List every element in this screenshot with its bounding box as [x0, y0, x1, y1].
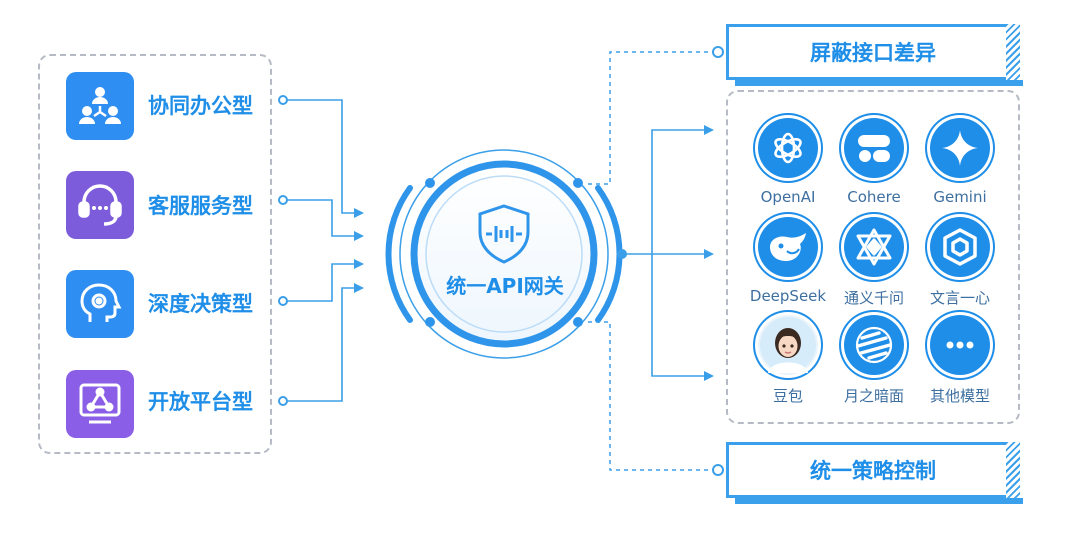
model-label-gemini: Gemini	[933, 188, 987, 206]
top-banner-label: 屏蔽接口差异	[810, 41, 936, 65]
openai-icon	[758, 118, 818, 178]
people-network-icon	[66, 72, 134, 140]
port-platform	[278, 396, 288, 406]
gateway-label: 统一API网关	[446, 274, 564, 298]
bottom-banner-label: 统一策略控制	[810, 459, 936, 483]
port-service	[278, 195, 288, 205]
connector-1	[287, 99, 364, 218]
model-label-wenxin: 文言一心	[929, 289, 990, 307]
gemini-icon	[930, 118, 990, 178]
wenxin-icon	[930, 217, 990, 277]
model-label-other: 其他模型	[929, 387, 990, 405]
model-label-moonshot: 月之暗面	[843, 387, 904, 405]
gateway-graphic	[385, 149, 623, 359]
model-label-tongyi: 通义千问	[843, 289, 904, 307]
bottom-banner: 统一策略控制	[726, 442, 1023, 504]
model-label-openai: OpenAI	[760, 188, 816, 206]
cohere-icon	[844, 118, 904, 178]
category-label-service: 客服服务型	[148, 194, 253, 218]
moonshot-icon	[844, 315, 904, 375]
port-decision	[278, 296, 288, 306]
shield-icon	[478, 204, 530, 264]
top-banner: 屏蔽接口差异	[726, 24, 1023, 86]
connector-3	[287, 259, 364, 302]
connector-2	[287, 199, 364, 241]
port-office	[278, 95, 288, 105]
platform-network-icon	[66, 370, 134, 438]
category-label-decision: 深度决策型	[148, 292, 253, 316]
tongyi-icon	[844, 217, 904, 277]
head-gear-icon	[66, 270, 134, 338]
doubao-avatar-icon	[758, 315, 818, 375]
dashed-connectors	[588, 51, 712, 471]
client-types-panel	[38, 54, 272, 454]
category-label-platform: 开放平台型	[148, 390, 253, 414]
model-label-deepseek: DeepSeek	[749, 287, 827, 305]
deepseek-whale-icon	[758, 217, 818, 277]
category-label-office: 协同办公型	[148, 94, 253, 118]
more-dots-icon	[930, 315, 990, 375]
model-panel	[726, 90, 1020, 424]
right-connectors	[620, 125, 714, 381]
model-label-cohere: Cohere	[847, 188, 901, 206]
left-connectors	[287, 99, 364, 402]
headset-icon	[66, 171, 134, 239]
model-label-doubao: 豆包	[772, 387, 803, 405]
connector-4	[287, 283, 364, 402]
